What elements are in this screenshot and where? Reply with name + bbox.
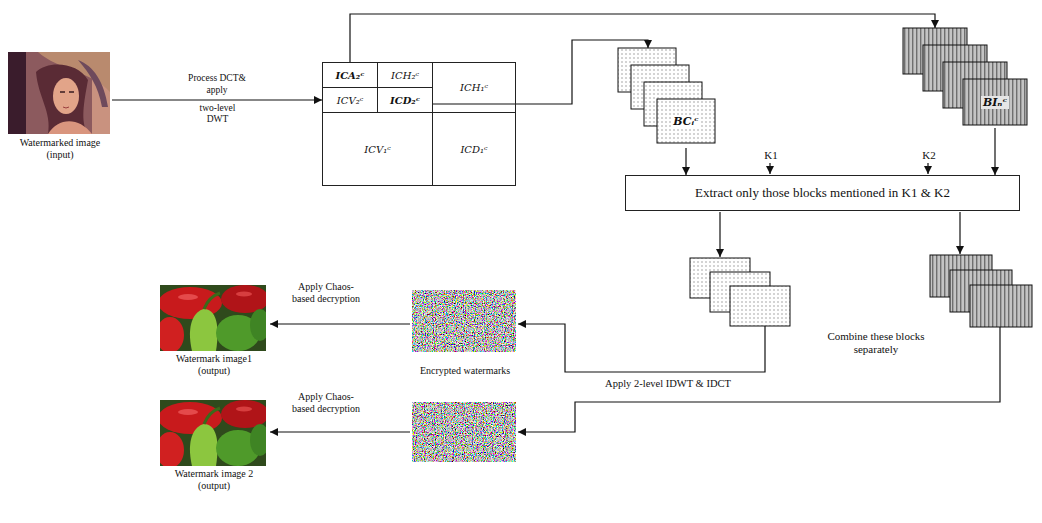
subband-label: ICD₁ᶜ <box>460 144 487 155</box>
subband-cell: ICA₂ᶜ <box>322 62 378 88</box>
process-box: Extract only those blocks mentioned in K… <box>625 175 1020 211</box>
annotation-label: Apply 2-level IDWT & IDCT <box>582 378 754 391</box>
subband-cell: ICD₂ᶜ <box>377 87 433 113</box>
connector-arrow <box>350 14 935 62</box>
subband-cell: ICV₁ᶜ <box>322 112 433 186</box>
flow-arrow <box>270 431 410 432</box>
output-image <box>156 285 270 353</box>
connector-arrow <box>112 99 322 100</box>
encrypted-image <box>412 290 516 352</box>
flow-arrow <box>719 212 720 257</box>
encrypted-image <box>412 402 516 462</box>
flow-line <box>518 324 765 372</box>
block-label: BIₙᶜ <box>981 96 1009 109</box>
subband-label: ICV₁ᶜ <box>364 144 390 155</box>
connector-arrow <box>685 148 686 175</box>
subband-label: ICV₂ᶜ <box>337 95 363 106</box>
connector-arrow <box>994 128 995 175</box>
block-stack: BIₙᶜ <box>903 28 1029 128</box>
bc-block-stack <box>618 48 715 143</box>
block-stack: BCᵢᶜ <box>618 48 718 148</box>
image-node: Watermark image 2 (output) <box>160 400 268 492</box>
connector-arrow <box>433 40 648 104</box>
box-text: Extract only those blocks mentioned in K… <box>695 185 950 201</box>
edge-label: Process DCT& apply <box>185 73 249 96</box>
subband-cell: ICH₂ᶜ <box>377 62 433 88</box>
image-node: Watermarked image (input) <box>8 52 112 161</box>
annotation-label: Combine these blocks separately <box>812 330 940 356</box>
extracted-bi-blocks <box>930 255 1032 327</box>
output-image <box>156 400 270 468</box>
flow-arrow <box>270 323 410 324</box>
annotation-label: two-level DWT <box>190 103 245 126</box>
subband-cell: ICD₁ᶜ <box>432 112 516 186</box>
image-caption: Watermark image1 (output) <box>160 353 268 377</box>
subband-cell: ICH₁ᶜ <box>432 62 516 113</box>
key-arrow <box>769 163 770 174</box>
subband-label: ICD₂ᶜ <box>390 95 420 106</box>
block-label-holder: BIₙᶜ <box>963 79 1027 125</box>
annotation-label: K2 <box>918 149 940 162</box>
image-caption: Watermarked image (input) <box>8 137 112 161</box>
annotation-label: Apply Chaos-based decryption <box>288 391 364 415</box>
block-label: BCᵢᶜ <box>671 115 701 128</box>
block-label-holder: BCᵢᶜ <box>657 99 715 143</box>
annotation-label: Apply Chaos-based decryption <box>288 281 364 305</box>
annotation-label: Encrypted watermarks <box>400 365 530 377</box>
subband-label: ICH₁ᶜ <box>460 82 488 93</box>
image-node: Watermark image1 (output) <box>160 285 268 377</box>
extracted-bc-blocks <box>690 258 790 326</box>
annotation-label: K1 <box>760 149 782 162</box>
flow-line <box>518 327 1000 432</box>
subband-label: ICH₂ᶜ <box>391 70 419 81</box>
key-arrow <box>927 163 928 174</box>
bi-block-stack <box>903 28 1027 125</box>
subband-label: ICA₂ᶜ <box>335 70 364 81</box>
subband-cell: ICV₂ᶜ <box>322 87 378 113</box>
flow-arrow <box>959 212 960 254</box>
image-caption: Watermark image 2 (output) <box>160 468 268 492</box>
input-image <box>8 52 110 134</box>
